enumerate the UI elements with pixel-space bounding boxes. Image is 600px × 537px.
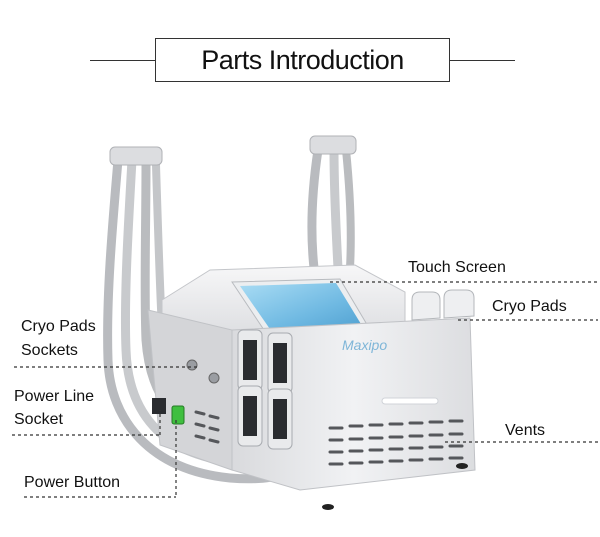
cryo-pad-socket-2[interactable]	[208, 372, 220, 384]
front-cryo-applicators	[237, 329, 293, 450]
label-vents: Vents	[505, 422, 546, 439]
touch-screen[interactable]	[240, 283, 364, 332]
front-vents	[328, 419, 464, 466]
label-power-line-socket-2: Socket	[14, 411, 63, 428]
title-box: Parts Introduction	[155, 38, 450, 82]
right-handpiece-hoses	[307, 145, 355, 273]
label-cryo-pads-sockets-1: Cryo Pads	[21, 318, 96, 335]
indicator-strip	[381, 397, 439, 405]
power-button[interactable]	[171, 405, 185, 425]
label-power-line-socket-1: Power Line	[14, 388, 95, 405]
cryo-pads	[411, 289, 475, 321]
device-brand: Maxipo	[342, 337, 387, 353]
title-rule-right	[450, 60, 515, 61]
left-handpiece-holder	[109, 146, 163, 166]
foot-right	[456, 463, 468, 469]
callout-lines	[12, 281, 598, 498]
side-vents	[194, 410, 220, 444]
foot-front	[322, 504, 334, 510]
title-rule-left	[90, 60, 155, 61]
right-handpiece-holder	[309, 135, 357, 155]
label-power-button: Power Button	[24, 474, 121, 491]
left-side-panel	[147, 309, 233, 471]
label-touch-screen: Touch Screen	[408, 259, 506, 276]
power-line-socket[interactable]	[152, 398, 166, 414]
cryo-pad-socket-1[interactable]	[186, 359, 198, 371]
page-title: Parts Introduction	[201, 44, 404, 75]
label-cryo-pads-sockets-2: Sockets	[21, 342, 78, 359]
label-cryo-pads: Cryo Pads	[492, 298, 567, 315]
